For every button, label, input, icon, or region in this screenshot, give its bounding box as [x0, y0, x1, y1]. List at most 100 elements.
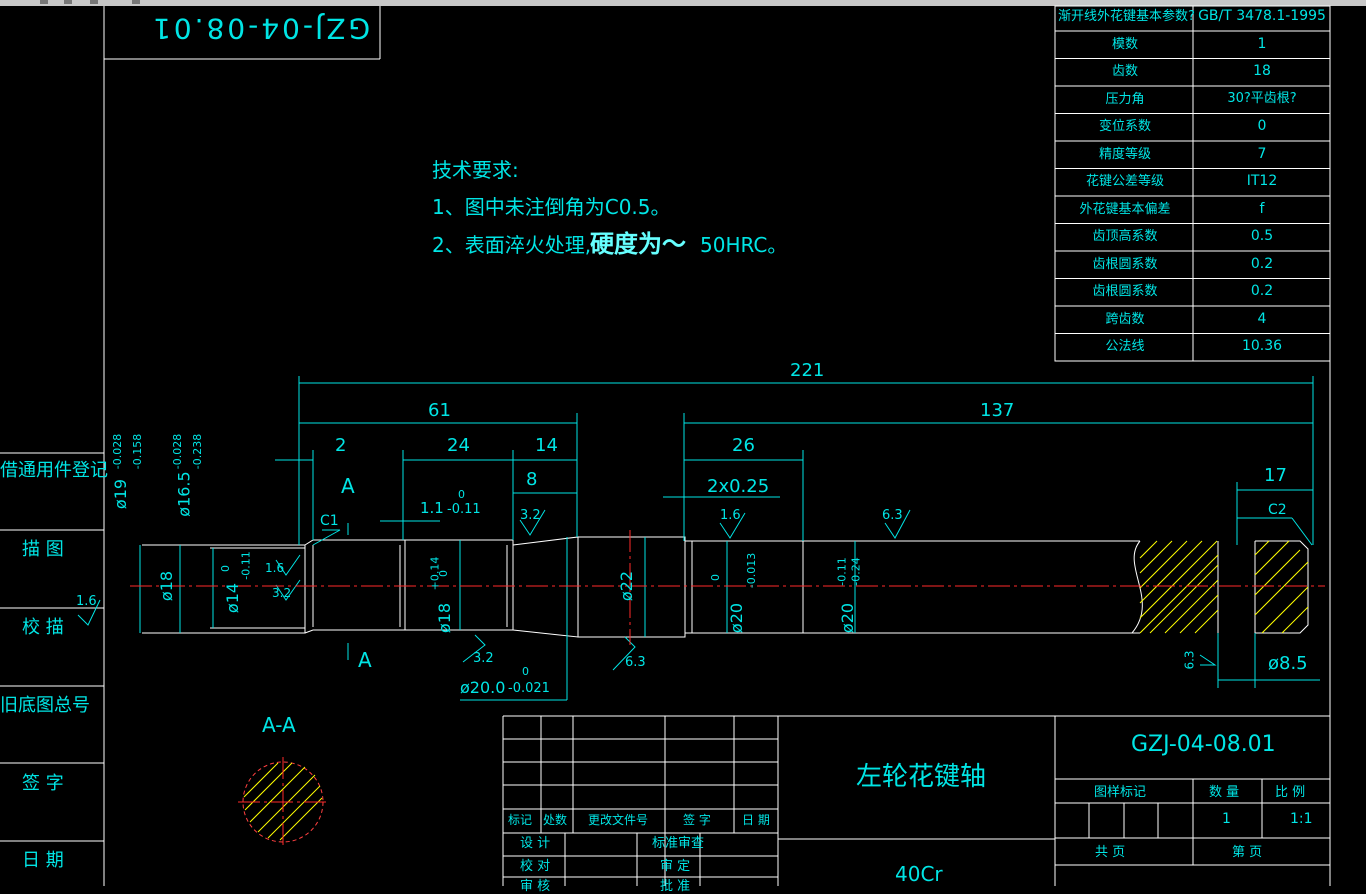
rev-col-date: 日 期: [742, 813, 770, 827]
side-label-old-no: 旧底图总号: [0, 695, 90, 716]
title-block-grid: [502, 715, 1330, 886]
review-label: 审 核: [520, 879, 551, 894]
side-label-check-trace: 校 描: [22, 617, 64, 638]
dim-dia-14: ø14: [223, 582, 243, 614]
spline-row-label: 精度等级: [1098, 147, 1151, 162]
check-label: 校 对: [520, 859, 551, 874]
dim-left-length: 61: [428, 400, 451, 421]
spline-row-label: 变位系数: [1098, 119, 1151, 134]
dim-dia-20-a-lower-tol: -0.013: [745, 552, 759, 589]
toolbar-icon-4[interactable]: [132, 0, 140, 4]
side-label-reg: 借通用件登记: [0, 460, 108, 481]
dimension-lines: [139, 376, 1320, 701]
roughness-3-2-left: 3.2: [272, 586, 292, 600]
approve2-label: 批 准: [660, 879, 691, 894]
chamfer-c2: C2: [1268, 502, 1287, 518]
scale-value: 1:1: [1290, 811, 1313, 827]
toolbar-icon-2[interactable]: [64, 0, 72, 4]
spline-row-value: 4: [1257, 311, 1267, 327]
side-label-date: 日 期: [22, 850, 64, 871]
qty-value: 1: [1222, 811, 1231, 827]
dim-slot: 1.1: [420, 499, 444, 517]
dim-overall: 221: [790, 360, 825, 381]
dim-dia-19: ø19: [111, 478, 131, 510]
dim-dia-22: ø22: [617, 570, 637, 602]
tech-req-line-2a: 2、表面淬火处理,: [432, 233, 592, 257]
spline-row-value: 0.5: [1250, 228, 1274, 244]
spline-row-label: 齿顶高系数: [1092, 229, 1158, 244]
spline-row-label: 公法线: [1105, 339, 1145, 354]
dim-dia-14-lower-tol: -0.11: [239, 551, 253, 580]
roughness-6-3-right: 6.3: [1182, 650, 1197, 670]
rev-col-sign: 签 字: [683, 813, 711, 827]
hatch-region: [1139, 540, 1309, 634]
spline-row-value: 30?平齿根?: [1227, 91, 1297, 106]
chamfer-c1: C1: [320, 513, 339, 529]
roughness-1-6-mid: 1.6: [720, 508, 741, 523]
material: 40Cr: [895, 862, 943, 886]
dim-17: 17: [1264, 465, 1287, 486]
shaft-outline: [142, 536, 1309, 638]
side-label-sign: 签 字: [22, 773, 64, 794]
total-sheets-label: 共 页: [1095, 845, 1126, 860]
dim-dia-20-0-upper-tol: 0: [522, 665, 529, 678]
tech-req-title: 技术要求:: [432, 158, 519, 182]
dim-26: 26: [732, 435, 755, 456]
roughness-label: 1.6: [76, 594, 97, 609]
side-column: [0, 452, 104, 842]
spline-row-value: 7: [1257, 146, 1267, 162]
dim-dia-16-5-upper-tol: -0.028: [171, 433, 185, 470]
part-name: 左轮花键轴: [856, 762, 987, 792]
spline-row-label: 花键公差等级: [1085, 174, 1164, 189]
std-review-label: 标准审查: [652, 836, 705, 851]
rev-col-count: 处数: [543, 813, 568, 827]
spline-row-label: 齿根圆系数: [1092, 284, 1158, 299]
spline-row-value: 10.36: [1241, 338, 1283, 354]
dim-dia-20-b: ø20: [838, 602, 858, 634]
dim-2: 2: [335, 435, 347, 456]
spline-row-value: IT12: [1246, 173, 1278, 189]
dim-dia-8-5: ø8.5: [1268, 653, 1308, 674]
dim-slot-lower-tol: -0.11: [447, 502, 481, 517]
dim-8: 8: [526, 469, 538, 490]
dim-dia-20-b-upper-tol: -0.11: [835, 557, 849, 586]
dim-14: 14: [535, 435, 558, 456]
drawing-number: GZJ-04-08.01: [1131, 732, 1276, 757]
dim-dia-18-mid-lower-tol: 0: [437, 570, 450, 577]
design-label: 设 计: [520, 836, 551, 851]
roughness-1-6-left: 1.6: [265, 561, 285, 575]
toolbar-icon-3[interactable]: [90, 0, 98, 4]
dim-24: 24: [447, 435, 470, 456]
spline-row-label: 跨齿数: [1105, 312, 1145, 327]
spline-row-label: 模数: [1111, 37, 1138, 52]
center-lines: [130, 530, 1325, 847]
dim-right-length: 137: [980, 400, 1015, 421]
window-toolbar: [0, 0, 1366, 6]
section-mark-a-bottom: A: [358, 648, 372, 672]
roughness-6-3-bottom: 6.3: [625, 655, 646, 670]
dim-slot-upper-tol: 0: [458, 488, 465, 501]
tech-req-line-2c: 50HRC。: [700, 233, 788, 257]
dim-dia-16-5: ø16.5: [174, 471, 194, 517]
section-mark-a-top: A: [341, 474, 355, 498]
spline-table-header-label: 渐开线外花键基本参数?: [1058, 9, 1195, 24]
dim-dia-18-left: ø18: [157, 570, 177, 602]
toolbar-icon-1[interactable]: [40, 0, 48, 4]
approve-label: 审 定: [660, 859, 691, 874]
dim-dia-20-a-upper-tol: 0: [709, 574, 722, 581]
spline-row-label: 齿数: [1111, 64, 1138, 79]
dim-dia-16-5-lower-tol: -0.238: [191, 433, 205, 470]
spline-row-label: 压力角: [1105, 92, 1145, 107]
sheet-label: 第 页: [1232, 845, 1263, 860]
roughness-symbols: [77, 509, 1217, 671]
roughness-3-2-bottom: 3.2: [473, 651, 494, 666]
dim-groove: 2x0.25: [707, 476, 770, 497]
section-title: A-A: [262, 713, 296, 737]
spline-table-header-std: GB/T 3478.1-1995: [1198, 8, 1326, 24]
tech-req-line-1: 1、图中未注倒角为C0.5。: [432, 195, 671, 219]
spline-row-value: 18: [1253, 63, 1271, 79]
spline-row-value: 0.2: [1250, 256, 1274, 272]
drawing-number-top: GZJ-04-08.01: [150, 12, 371, 45]
spline-row-value: f: [1259, 201, 1265, 217]
